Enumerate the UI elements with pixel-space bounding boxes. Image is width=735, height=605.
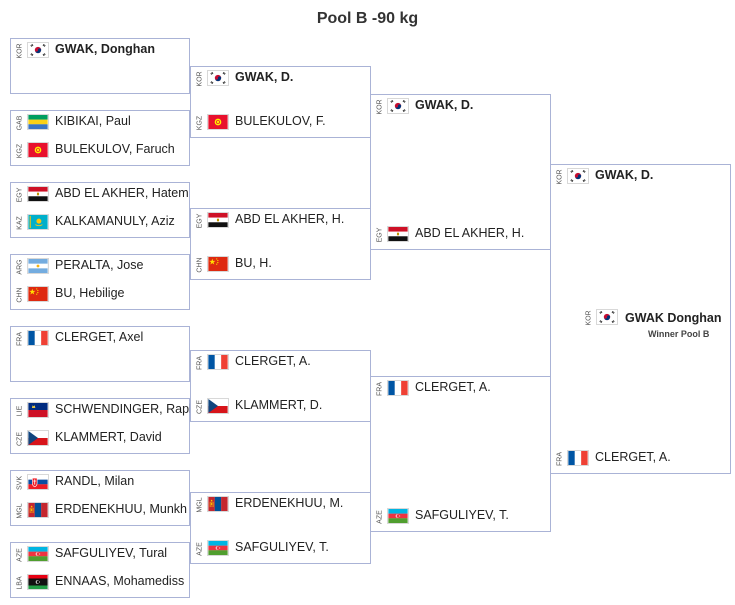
flag-fra-icon	[207, 354, 229, 370]
match-box-r4-1	[550, 164, 731, 474]
country-code: SVK	[16, 475, 24, 491]
flag-kor-icon	[387, 98, 409, 114]
country-code: KOR	[376, 99, 384, 115]
athlete-name[interactable]: ABD EL AKHER, H.	[415, 226, 525, 240]
country-code: MGL	[16, 503, 24, 519]
country-code: ARG	[16, 259, 24, 275]
athlete-name[interactable]: ENNAAS, Mohamediss	[55, 574, 185, 588]
flag-fra-icon	[27, 330, 49, 346]
flag-kor-icon	[207, 70, 229, 86]
winner-name[interactable]: GWAK Donghan	[625, 311, 722, 325]
country-code: KOR	[556, 169, 564, 185]
country-code: KAZ	[16, 216, 24, 230]
athlete-name[interactable]: SAFGULIYEV, T.	[415, 508, 509, 522]
athlete-name[interactable]: SCHWENDINGER, Raph	[55, 402, 196, 416]
flag-cze-icon	[207, 398, 229, 414]
athlete-name[interactable]: CLERGET, A.	[595, 450, 671, 464]
country-code: CHN	[16, 287, 24, 303]
country-code: GAB	[16, 115, 24, 131]
country-code: EGY	[16, 187, 24, 203]
flag-egy-icon	[207, 212, 229, 228]
flag-aze-icon	[387, 508, 409, 524]
country-code: AZE	[196, 542, 204, 556]
athlete-name[interactable]: ABD EL AKHER, Hatem	[55, 186, 189, 200]
flag-cze-icon	[27, 430, 49, 446]
country-code: FRA	[556, 452, 564, 466]
country-code: KOR	[196, 71, 204, 87]
athlete-name[interactable]: BU, Hebilige	[55, 286, 125, 300]
flag-mgl-icon	[207, 496, 229, 512]
flag-chn-icon	[207, 256, 229, 272]
athlete-name[interactable]: SAFGULIYEV, Tural	[55, 546, 168, 560]
athlete-name[interactable]: GWAK, D.	[415, 98, 474, 112]
country-code: AZE	[16, 548, 24, 562]
athlete-name[interactable]: KLAMMERT, D.	[235, 398, 323, 412]
flag-gab-icon	[27, 114, 49, 130]
flag-aze-icon	[207, 540, 229, 556]
country-code: FRA	[16, 332, 24, 346]
country-code: KGZ	[196, 115, 204, 131]
flag-lie-icon	[27, 402, 49, 418]
athlete-name[interactable]: CLERGET, Axel	[55, 330, 144, 344]
match-box-r3-2	[370, 376, 551, 532]
athlete-name[interactable]: GWAK, D.	[235, 70, 294, 84]
winner-country-code: KOR	[585, 310, 593, 326]
flag-egy-icon	[387, 226, 409, 242]
flag-fra-icon	[387, 380, 409, 396]
winner-flag-icon	[596, 309, 618, 325]
athlete-name[interactable]: BU, H.	[235, 256, 272, 270]
flag-fra-icon	[567, 450, 589, 466]
country-code: AZE	[376, 510, 384, 524]
flag-aze-icon	[27, 546, 49, 562]
athlete-name[interactable]: RANDL, Milan	[55, 474, 135, 488]
athlete-name[interactable]: GWAK, D.	[595, 168, 654, 182]
winner-label: Winner Pool B	[648, 329, 710, 339]
flag-mgl-icon	[27, 502, 49, 518]
athlete-name[interactable]: CLERGET, A.	[235, 354, 311, 368]
country-code: EGY	[196, 213, 204, 229]
athlete-name[interactable]: PERALTA, Jose	[55, 258, 144, 272]
country-code: KGZ	[16, 143, 24, 159]
athlete-name[interactable]: KALKAMANULY, Aziz	[55, 214, 175, 228]
flag-arg-icon	[27, 258, 49, 274]
flag-kor-icon	[567, 168, 589, 184]
flag-kgz-icon	[27, 142, 49, 158]
athlete-name[interactable]: BULEKULOV, F.	[235, 114, 326, 128]
country-code: FRA	[196, 356, 204, 370]
country-code: CHN	[196, 257, 204, 273]
athlete-name[interactable]: KLAMMERT, David	[55, 430, 162, 444]
flag-kaz-icon	[27, 214, 49, 230]
flag-chn-icon	[27, 286, 49, 302]
athlete-name[interactable]: CLERGET, A.	[415, 380, 491, 394]
country-code: EGY	[376, 227, 384, 243]
country-code: CZE	[16, 432, 24, 446]
flag-lba-icon	[27, 574, 49, 590]
flag-egy-icon	[27, 186, 49, 202]
athlete-name[interactable]: GWAK, Donghan	[55, 42, 155, 56]
athlete-name[interactable]: SAFGULIYEV, T.	[235, 540, 329, 554]
country-code: CZE	[196, 400, 204, 414]
pool-title: Pool B -90 kg	[316, 10, 419, 27]
athlete-name[interactable]: BULEKULOV, Faruch	[55, 142, 175, 156]
country-code: KOR	[16, 43, 24, 59]
athlete-name[interactable]: ERDENEKHUU, M.	[235, 496, 344, 510]
country-code: FRA	[376, 382, 384, 396]
country-code: MGL	[196, 497, 204, 513]
flag-svk-icon	[27, 474, 49, 490]
match-box-r3-1	[370, 94, 551, 250]
athlete-name[interactable]: ABD EL AKHER, H.	[235, 212, 345, 226]
country-code: LIE	[16, 405, 24, 417]
athlete-name[interactable]: ERDENEKHUU, Munkh	[55, 502, 187, 516]
flag-kor-icon	[27, 42, 49, 58]
flag-kgz-icon	[207, 114, 229, 130]
athlete-name[interactable]: KIBIKAI, Paul	[55, 114, 131, 128]
country-code: LBA	[16, 576, 24, 590]
